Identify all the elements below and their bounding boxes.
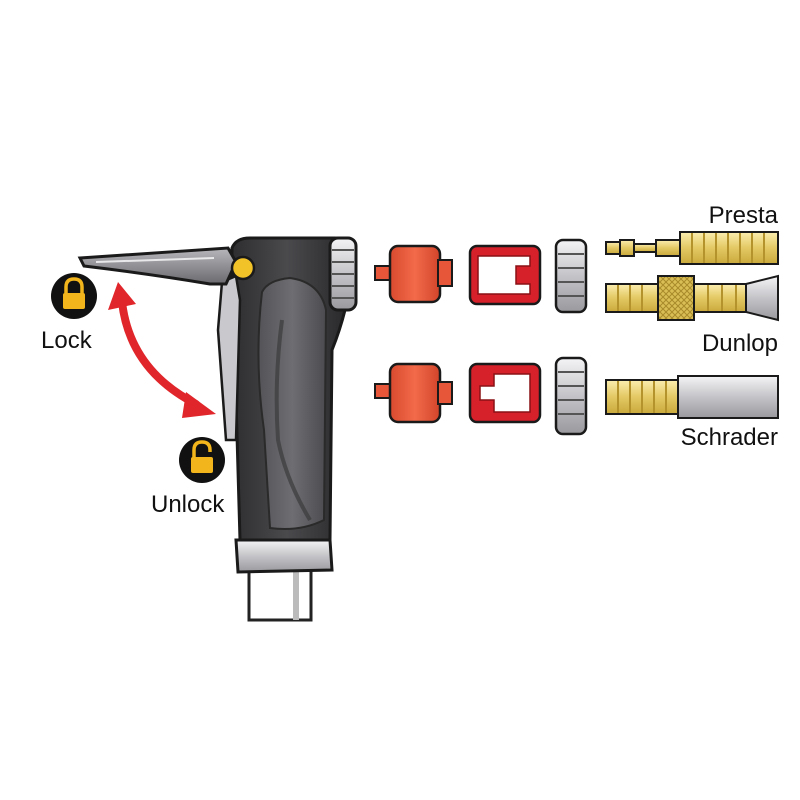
lock-label: Lock bbox=[41, 327, 92, 354]
locked-padlock-icon bbox=[51, 273, 97, 319]
red-seal-bottom bbox=[468, 362, 542, 424]
red-seal-top bbox=[468, 244, 542, 306]
unlocked-padlock-icon bbox=[179, 437, 225, 483]
dunlop-label: Dunlop bbox=[701, 330, 778, 357]
presta-label: Presta bbox=[708, 202, 778, 229]
lever-guide bbox=[216, 274, 242, 442]
lever-pivot bbox=[230, 255, 256, 281]
silver-ring-top bbox=[554, 238, 588, 314]
schrader-label: Schrader bbox=[680, 424, 778, 451]
unlock-label: Unlock bbox=[151, 491, 225, 518]
orange-adapter-bottom bbox=[374, 362, 453, 424]
adapter-row-bottom bbox=[374, 356, 588, 436]
lock-unlock-arrow bbox=[108, 282, 216, 418]
orange-adapter-top bbox=[374, 244, 453, 304]
schrader-valve bbox=[605, 375, 779, 419]
dunlop-valve bbox=[605, 274, 779, 322]
presta-valve bbox=[605, 231, 779, 265]
lock-lever[interactable] bbox=[77, 246, 238, 286]
pump-collar bbox=[234, 538, 334, 574]
adapter-row-top bbox=[374, 238, 588, 314]
silver-ring-bottom bbox=[554, 356, 588, 436]
pump-head bbox=[77, 236, 358, 622]
pump-grip bbox=[257, 276, 328, 530]
